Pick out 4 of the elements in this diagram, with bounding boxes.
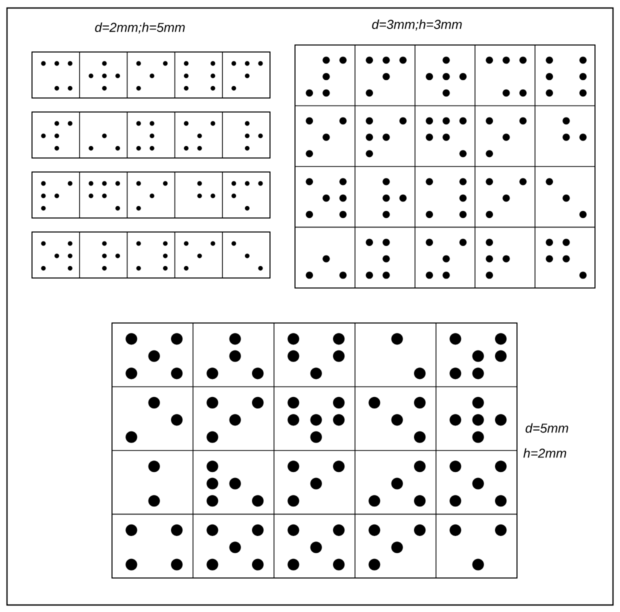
dimension-label: d=2mm;h=5mm <box>95 22 185 34</box>
dimension-label: d=3mm;h=3mm <box>372 19 462 30</box>
dimension-label: d=5mm <box>526 423 568 433</box>
dimension-label: h=2mm <box>523 448 566 458</box>
